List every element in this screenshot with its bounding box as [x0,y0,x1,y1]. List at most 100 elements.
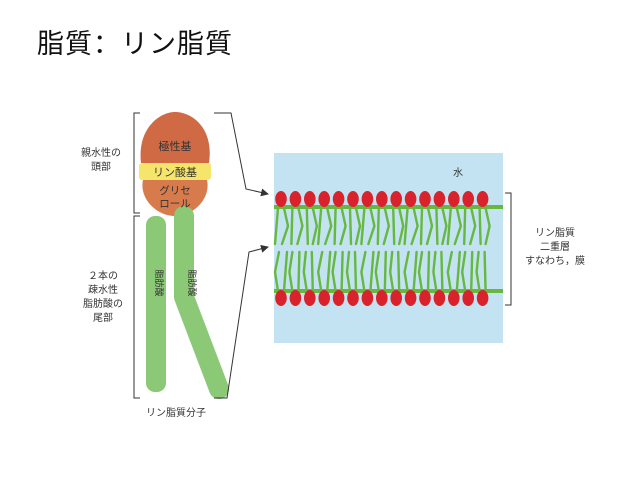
tail-upper [280,206,290,246]
lipid-head [304,191,316,207]
lipid-head [275,290,287,306]
water-region [274,153,503,343]
polar-group [140,112,210,163]
lipid-head [448,191,460,207]
tail-lower [426,250,431,293]
tail-lower [282,250,289,293]
lipid-head [332,290,345,306]
glycerol [142,180,208,216]
tail-upper [469,206,477,246]
tail-upper [317,206,323,246]
tail-upper [392,206,396,246]
hydrophobic-tails-label-line3: 脂肪酸の [83,297,123,310]
lipid-head [462,290,475,306]
tail-upper [305,206,309,246]
tail-upper [419,206,424,246]
polar-group-label: 極性基 [159,139,192,153]
tail-lower [326,250,332,293]
tail-lower [483,250,487,293]
tail-upper [360,206,366,246]
lipid-head [289,290,302,306]
tail-lower [397,250,401,293]
tail-lower [412,250,418,293]
lipid-head [332,191,345,207]
bilayer-bracket [505,192,512,306]
tail-lower [440,250,444,293]
lipid-head [361,290,374,306]
tail-lower [446,250,453,293]
tail-upper [463,206,467,246]
tail-lower [417,250,424,293]
tail-lower [353,250,358,293]
head-pointer-arrow [214,112,269,197]
tail-bracket [133,215,140,399]
lipid-head [419,290,431,306]
tail-lower [310,250,314,293]
fatty-acid-right-label: 脂肪酸 [186,269,198,296]
hydrophilic-head-label-line1: 親水性の [81,146,121,159]
tail-lower [345,250,352,293]
bilayer-label: リン脂質 二重層 すなわち，膜 [525,226,585,267]
bilayer-label-line3: すなわち，膜 [525,255,585,267]
head-bracket [133,112,140,214]
tail-lower [432,250,438,293]
tail-upper [425,206,434,246]
tail-upper [354,206,362,246]
fatty-acid-left-label: 脂肪酸 [153,269,165,296]
tail-lower [374,250,380,293]
lipid-head [376,290,388,306]
hydrophilic-head-label-line2: 頭部 [91,160,111,173]
tail-upper [333,206,337,246]
tail-lower [455,250,461,293]
lipid-head [419,191,431,207]
tail-lower [273,250,281,293]
bilayer-heads-bottom [275,290,489,306]
tail-lower [331,250,337,293]
lipid-head [448,290,460,306]
fatty-acid-left [146,216,166,392]
lipid-head [390,290,403,306]
phospholipid-molecule: 極性基 リン酸基 グリセ ロール 脂肪酸 脂肪酸 [139,112,229,399]
tail-lower [316,250,324,293]
tail-upper [484,206,491,246]
lipid-head [476,290,489,306]
tail-upper [410,206,419,246]
water-label: 水 [453,167,463,179]
tail-upper [453,206,463,246]
hydrophobic-tails-label: ２本の 疎水性 脂肪酸の 尾部 [83,269,123,324]
lipid-head [404,191,417,207]
tail-upper [296,206,304,246]
lipid-head [376,191,388,207]
lipid-head [318,191,331,207]
lipid-head [318,290,331,306]
tail-upper [446,206,452,246]
lipid-head [404,290,417,306]
hydrophilic-head-label: 親水性の 頭部 [81,146,121,173]
tail-upper [324,206,333,246]
tail-band-bottom [274,289,503,293]
tail-upper [435,206,439,246]
tail-lower [460,250,467,293]
tail-upper [403,206,409,246]
lipid-head [433,290,446,306]
bilayer-heads-top [275,191,489,207]
tail-pointer-arrow [214,244,269,399]
fatty-acid-right [174,206,229,399]
tail-lower [297,250,301,293]
tail-upper [273,206,280,246]
tail-lower [360,250,367,293]
lipid-head [347,290,359,306]
lipid-head [433,191,446,207]
tail-upper [478,206,482,246]
tail-upper [382,206,391,246]
tail-upper [376,206,380,246]
lipid-head [289,191,302,207]
glycerol-label-line1: グリセ [159,184,191,197]
glycerol-label-line2: ロール [159,198,191,210]
lipid-head [275,191,287,207]
lipid-head [361,191,374,207]
tail-lower [288,250,294,293]
tail-upper [339,206,347,246]
phosphate-group-label: リン酸基 [153,165,197,179]
